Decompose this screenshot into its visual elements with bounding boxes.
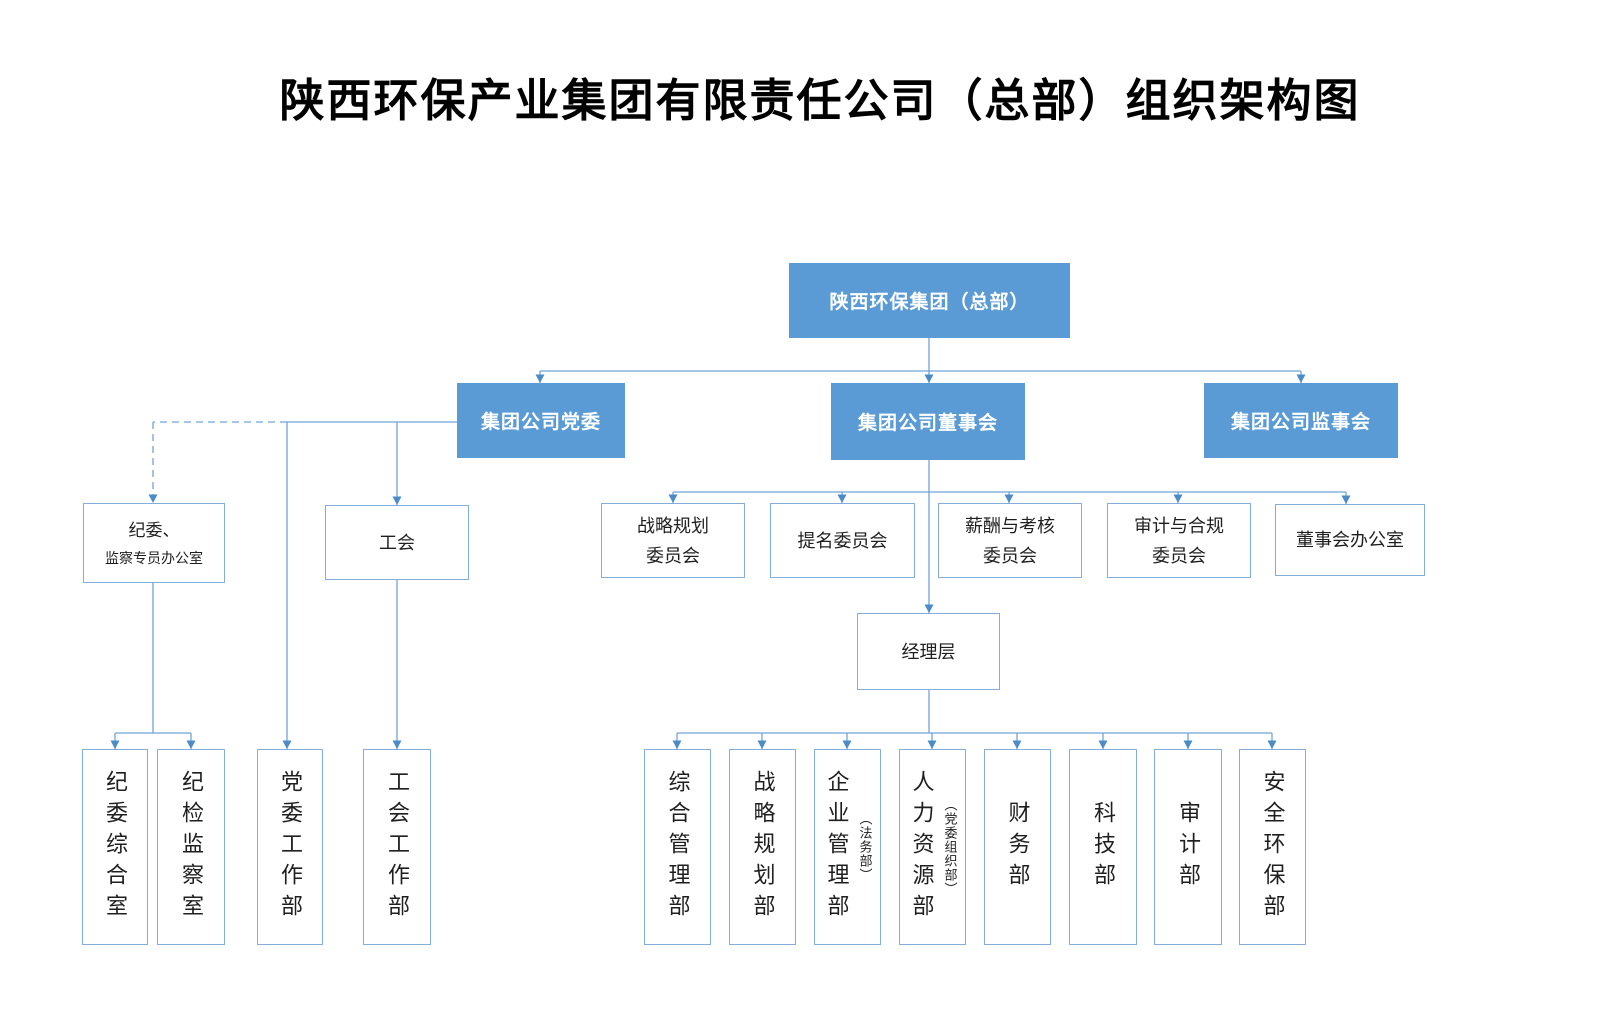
node-nomination-committee: 提名委员会: [770, 503, 915, 578]
committee-label: 薪酬与考核: [965, 515, 1055, 536]
dept-label: 财务部: [1005, 800, 1031, 894]
dept-label: 纪委综合室: [103, 769, 128, 925]
node-union-work-dept: 工会工作部: [363, 749, 431, 945]
dept-label: 科技部: [1091, 800, 1116, 894]
node-enterprise-management-dept: 企业管理部 （法务部）: [814, 749, 881, 945]
dept-label: 纪检监察室: [179, 769, 204, 925]
node-party-work-dept: 党委工作部: [257, 749, 323, 945]
committee-label: 委员会: [646, 545, 700, 566]
committee-label: 委员会: [983, 545, 1037, 566]
node-supervisory-label: 集团公司监事会: [1230, 412, 1371, 433]
dept-label: 战略规划部: [750, 769, 776, 925]
node-audit-compliance-committee: 审计与合规 委员会: [1107, 503, 1251, 578]
dept-label: 安全环保部: [1260, 769, 1286, 925]
dept-annotation: （法务部）: [857, 812, 873, 882]
dept-label: 审计部: [1176, 800, 1201, 894]
union-label: 工会: [379, 532, 415, 553]
committee-label: 提名委员会: [797, 530, 888, 551]
discipline-line2: 监察专员办公室: [105, 549, 203, 566]
management-label: 经理层: [901, 641, 956, 662]
dept-label: 人力资源部: [909, 769, 935, 925]
node-board-label: 集团公司董事会: [857, 413, 998, 434]
node-general-management-dept: 综合管理部: [644, 749, 711, 945]
node-root: 陕西环保集团（总部）: [789, 263, 1070, 338]
dept-label: 工会工作部: [385, 769, 410, 925]
node-strategy-planning-committee: 战略规划 委员会: [601, 503, 745, 578]
node-strategy-planning-dept: 战略规划部: [729, 749, 796, 945]
node-discipline-inspection-office: 纪检监察室: [157, 749, 225, 945]
node-audit-dept: 审计部: [1154, 749, 1222, 945]
node-root-label: 陕西环保集团（总部）: [829, 292, 1030, 313]
node-management-layer: 经理层: [857, 613, 1000, 690]
committee-label: 战略规划: [637, 515, 709, 536]
dept-label: 综合管理部: [665, 769, 691, 925]
node-science-technology-dept: 科技部: [1069, 749, 1137, 945]
node-finance-dept: 财务部: [984, 749, 1051, 945]
dept-annotation: （党委组织部）: [942, 798, 958, 896]
node-party-committee-label: 集团公司党委: [480, 412, 601, 433]
committee-label: 委员会: [1152, 545, 1206, 566]
node-discipline-office: 纪委、 监察专员办公室: [83, 503, 225, 583]
chart-title: 陕西环保产业集团有限责任公司（总部）组织架构图: [279, 74, 1361, 127]
committee-label: 董事会办公室: [1296, 530, 1404, 550]
node-supervisory-board: 集团公司监事会: [1204, 383, 1398, 458]
node-human-resources-dept: 人力资源部 （党委组织部）: [899, 749, 966, 945]
node-compensation-assessment-committee: 薪酬与考核 委员会: [938, 503, 1082, 578]
committee-label: 审计与合规: [1134, 515, 1224, 536]
dept-label: 企业管理部: [824, 769, 850, 925]
discipline-line1: 纪委、: [128, 520, 180, 540]
node-party-committee: 集团公司党委: [457, 383, 625, 458]
dept-label: 党委工作部: [278, 769, 303, 925]
node-board-office: 董事会办公室: [1275, 504, 1425, 576]
node-safety-environment-dept: 安全环保部: [1239, 749, 1306, 945]
node-board-of-directors: 集团公司董事会: [831, 383, 1025, 460]
node-labor-union: 工会: [325, 505, 469, 580]
node-discipline-general-office: 纪委综合室: [82, 749, 148, 945]
